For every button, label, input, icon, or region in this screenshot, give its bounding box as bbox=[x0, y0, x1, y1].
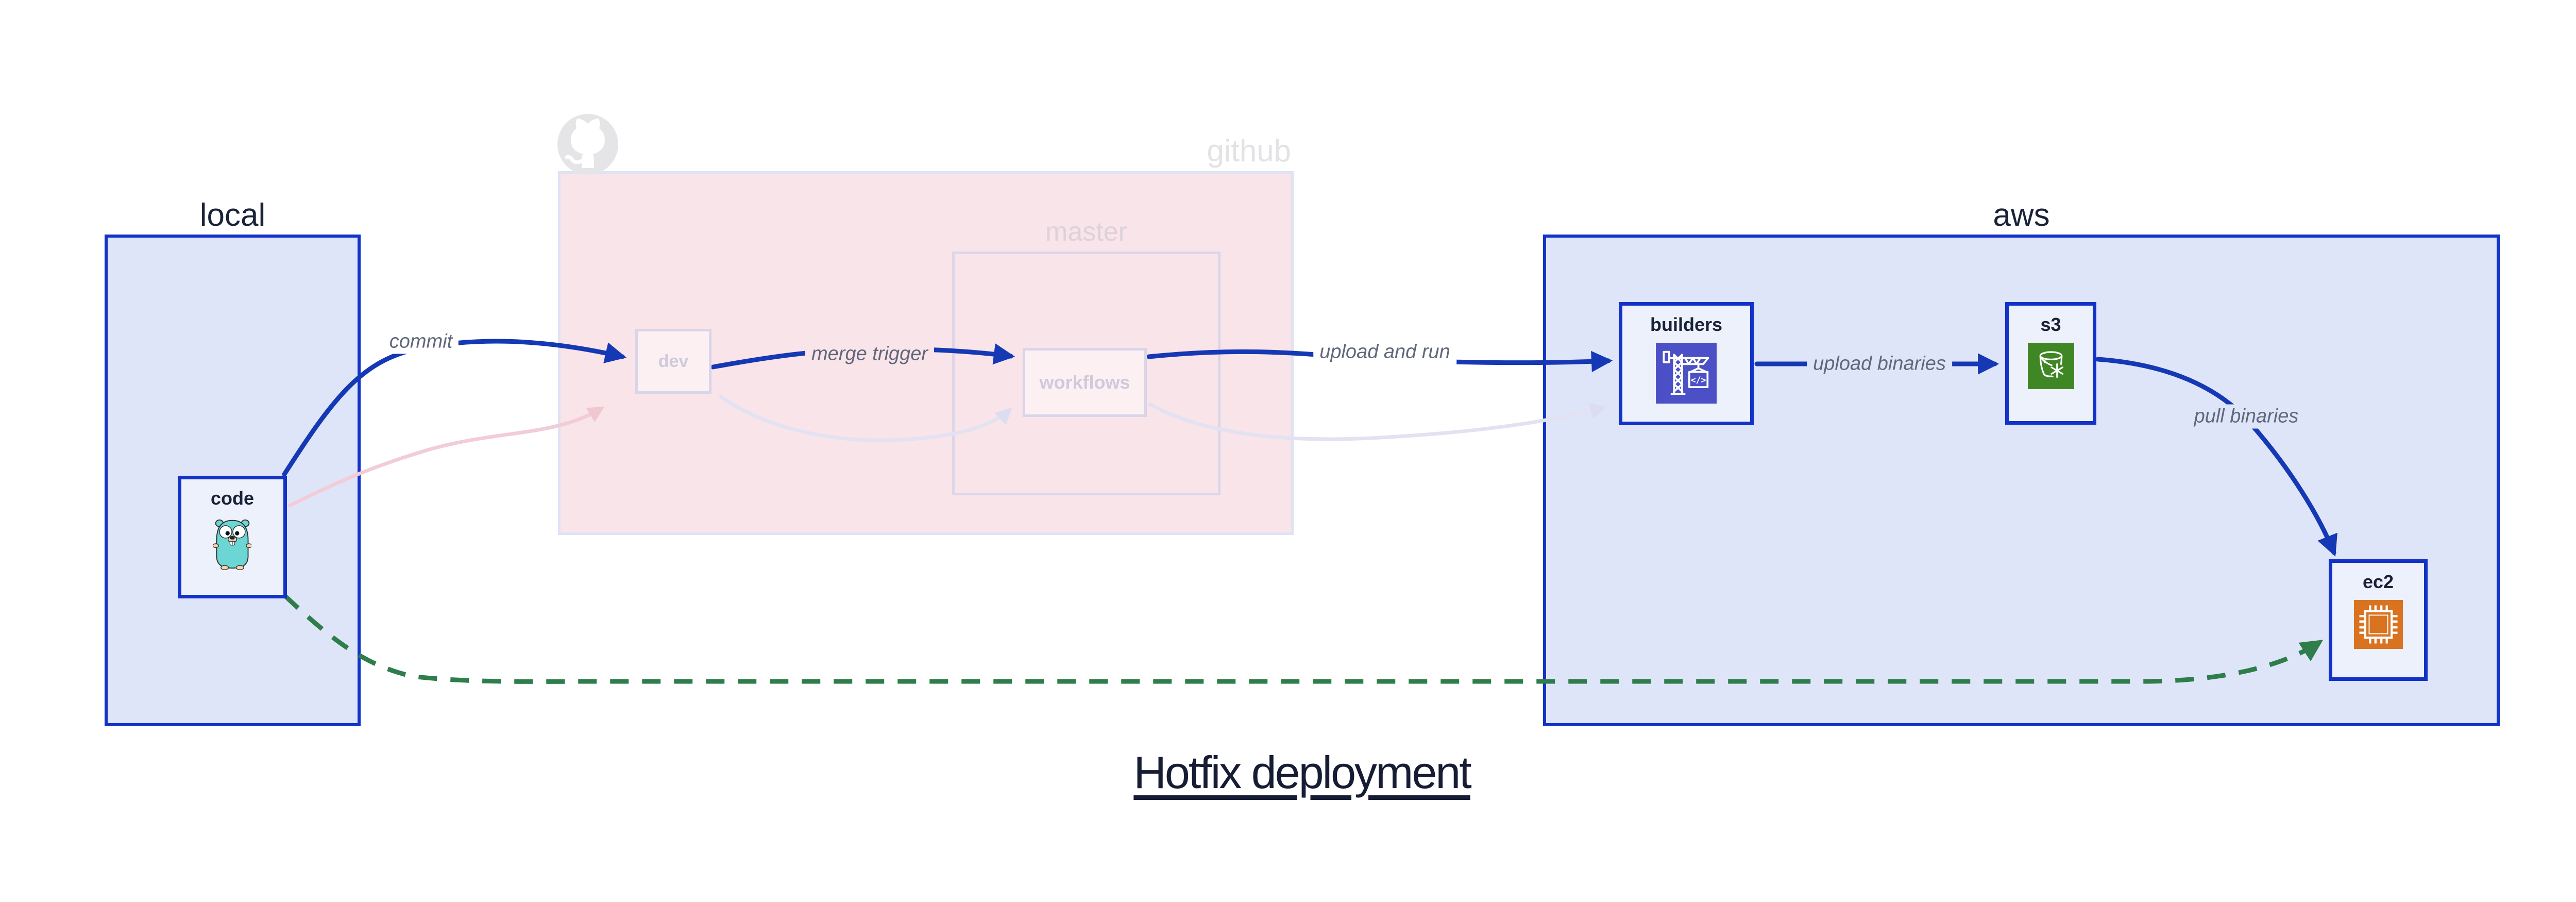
node-code-label: code bbox=[210, 488, 255, 509]
edge-label-merge-trigger: merge trigger bbox=[805, 342, 934, 366]
node-dev-label: dev bbox=[658, 351, 689, 371]
node-builders-label: builders bbox=[1650, 314, 1723, 335]
edge-label-pull-binaries: pull binaries bbox=[2188, 404, 2305, 429]
node-ec2-label: ec2 bbox=[2362, 571, 2394, 592]
node-builders: builders </> bbox=[1619, 302, 1754, 425]
edge-label-upload-binaries: upload binaries bbox=[1807, 352, 1952, 376]
edge-hotfix-dashed-arrow bbox=[282, 593, 2324, 684]
ec2-chip-icon bbox=[2353, 600, 2403, 652]
go-gopher-icon bbox=[212, 516, 252, 574]
group-master-box bbox=[952, 252, 1221, 495]
node-workflows: workflows bbox=[1023, 348, 1147, 417]
node-workflows-label: workflows bbox=[1039, 372, 1130, 393]
s3-bucket-snowflake-icon bbox=[2027, 343, 2074, 392]
node-s3: s3 bbox=[2005, 302, 2096, 425]
github-octocat-icon bbox=[557, 113, 619, 178]
node-dev: dev bbox=[635, 329, 711, 394]
group-aws-label: aws bbox=[1993, 197, 2050, 233]
edge-pull-binaries-arrow bbox=[2095, 357, 2337, 557]
group-github-label: github bbox=[1207, 133, 1291, 168]
edge-workflows-to-builders-faded bbox=[1148, 402, 1607, 441]
edge-label-upload-and-run: upload and run bbox=[1313, 340, 1456, 364]
edge-dev-to-workflows-faded bbox=[718, 394, 1012, 442]
group-master-label: master bbox=[1045, 217, 1127, 247]
node-code: code bbox=[178, 476, 287, 598]
svg-text:</>: </> bbox=[1691, 375, 1706, 385]
edge-code-to-dev-faded bbox=[287, 406, 605, 508]
edge-commit-arrow bbox=[282, 339, 627, 477]
node-s3-label: s3 bbox=[2040, 314, 2061, 335]
codebuild-crane-icon: </> bbox=[1656, 343, 1717, 406]
node-ec2: ec2 bbox=[2329, 559, 2428, 681]
edge-label-commit: commit bbox=[383, 329, 459, 354]
diagram-title: Hotfix deployment bbox=[1133, 747, 1471, 798]
group-local-label: local bbox=[199, 197, 266, 233]
